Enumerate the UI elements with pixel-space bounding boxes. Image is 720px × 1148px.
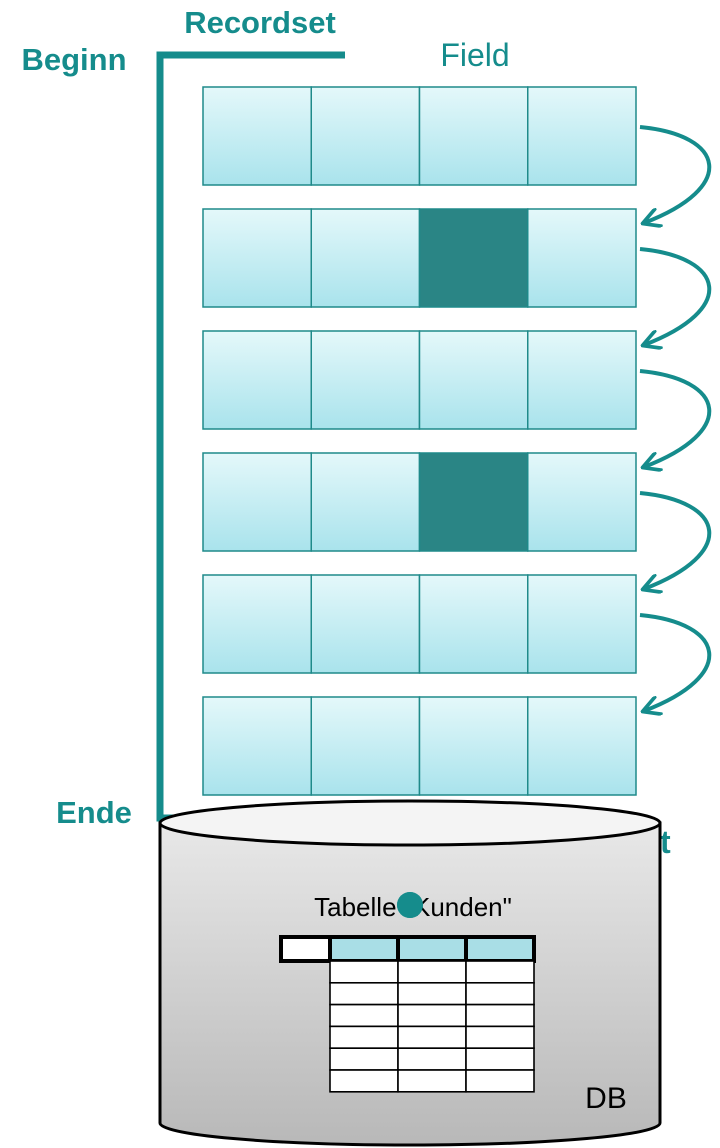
field-label: Field	[440, 37, 509, 73]
field-cell	[310, 574, 421, 674]
db-label: DB	[585, 1082, 627, 1115]
table-cell	[465, 1047, 535, 1071]
field-cell	[310, 696, 421, 796]
field-cell	[418, 574, 529, 674]
field-cell	[202, 208, 312, 308]
table-cell	[329, 981, 399, 1006]
record-row	[202, 208, 637, 308]
table-cell	[397, 1047, 467, 1071]
field-cell	[202, 696, 312, 796]
field-cell	[418, 86, 529, 186]
field-cell	[418, 330, 529, 430]
field-cell	[527, 86, 637, 186]
table-cell	[329, 1025, 399, 1050]
table-cell	[465, 1025, 535, 1050]
recordset-label: Recordset	[184, 5, 336, 40]
record-row	[202, 574, 637, 674]
table-cell	[397, 981, 467, 1006]
table-grid	[279, 935, 536, 1093]
table-cell	[397, 1025, 467, 1050]
field-cell	[310, 452, 421, 552]
field-cell	[418, 696, 529, 796]
move-next-arrow	[639, 491, 712, 589]
table-cell	[397, 1069, 467, 1093]
field-cell-current	[418, 208, 529, 308]
field-cell	[527, 574, 637, 674]
connector-dot-db-top	[397, 892, 423, 918]
table-cell	[329, 960, 399, 984]
table-cell	[465, 1003, 535, 1028]
move-next-arrow	[639, 125, 712, 223]
field-cell	[202, 574, 312, 674]
move-next-arrows	[639, 125, 712, 711]
field-cell	[310, 86, 421, 186]
move-next-arrow	[639, 247, 712, 345]
table-cell	[397, 960, 467, 984]
table-header-cell	[464, 935, 536, 963]
field-cell	[310, 208, 421, 308]
field-cell	[202, 452, 312, 552]
record-row	[202, 330, 637, 430]
record-row	[202, 696, 637, 796]
field-cell	[527, 208, 637, 308]
move-next-arrow	[639, 613, 712, 711]
table-cell	[329, 1003, 399, 1028]
field-cell	[310, 330, 421, 430]
field-cell-current	[418, 452, 529, 552]
field-cell	[202, 86, 312, 186]
record-rows	[202, 86, 637, 796]
record-row	[202, 86, 637, 186]
table-cell	[465, 981, 535, 1006]
field-cell	[527, 452, 637, 552]
table-cell	[465, 1069, 535, 1093]
field-cell	[527, 696, 637, 796]
table-cell	[329, 1047, 399, 1071]
ende-label: Ende	[56, 795, 132, 830]
field-cell	[527, 330, 637, 430]
table-header-cell	[328, 935, 400, 963]
record-row	[202, 452, 637, 552]
beginn-label: Beginn	[21, 42, 126, 77]
move-next-arrow	[639, 369, 712, 467]
table-cell	[465, 960, 535, 984]
table-header-cell	[396, 935, 468, 963]
table-header-cell	[279, 935, 332, 963]
table-cell	[329, 1069, 399, 1093]
table-cell	[397, 1003, 467, 1028]
field-cell	[202, 330, 312, 430]
